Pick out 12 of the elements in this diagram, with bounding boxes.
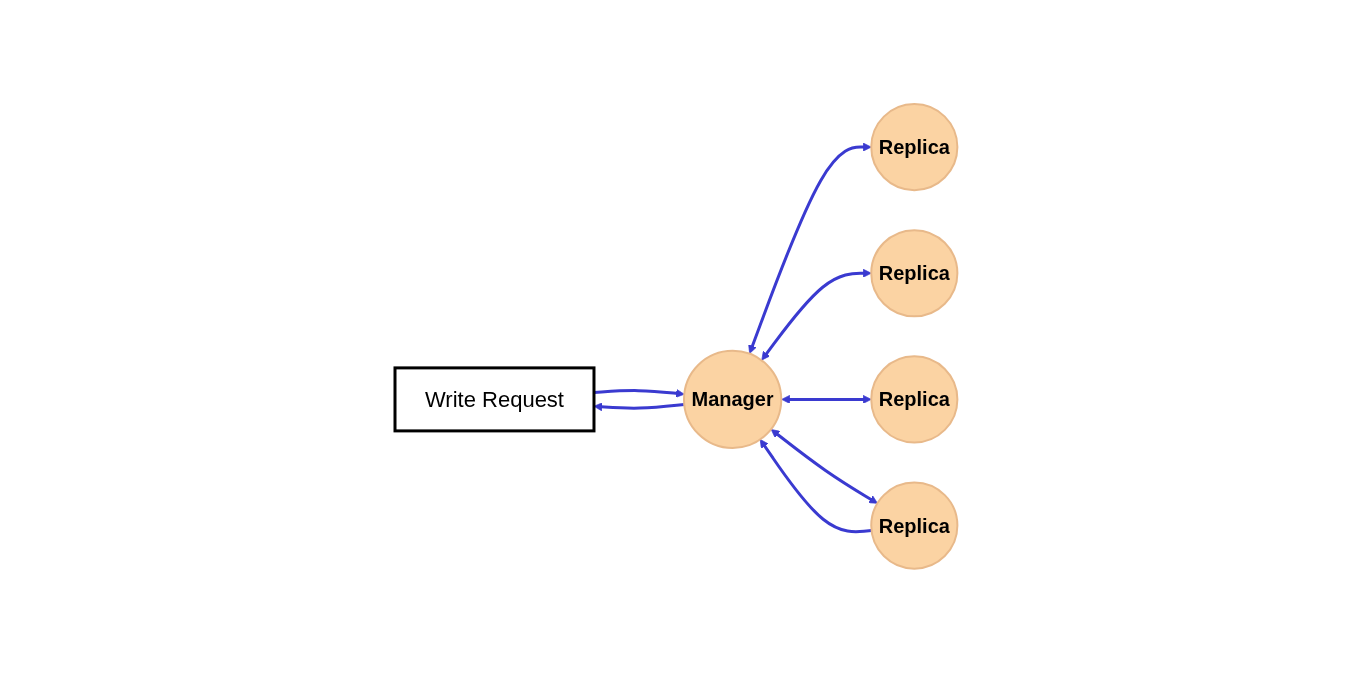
arrow xyxy=(781,395,872,404)
arrow xyxy=(761,269,872,361)
node-circle: Replica xyxy=(870,229,959,318)
arrow xyxy=(760,439,872,534)
node-circle: Replica xyxy=(870,355,959,444)
node-circle: Replica xyxy=(870,103,959,192)
node-box: Write Request xyxy=(393,366,596,433)
arrow xyxy=(594,389,685,398)
node-circle: Manager xyxy=(683,349,783,450)
arrow xyxy=(771,429,879,504)
node-circle: Replica xyxy=(870,481,959,570)
arrow xyxy=(748,142,872,354)
